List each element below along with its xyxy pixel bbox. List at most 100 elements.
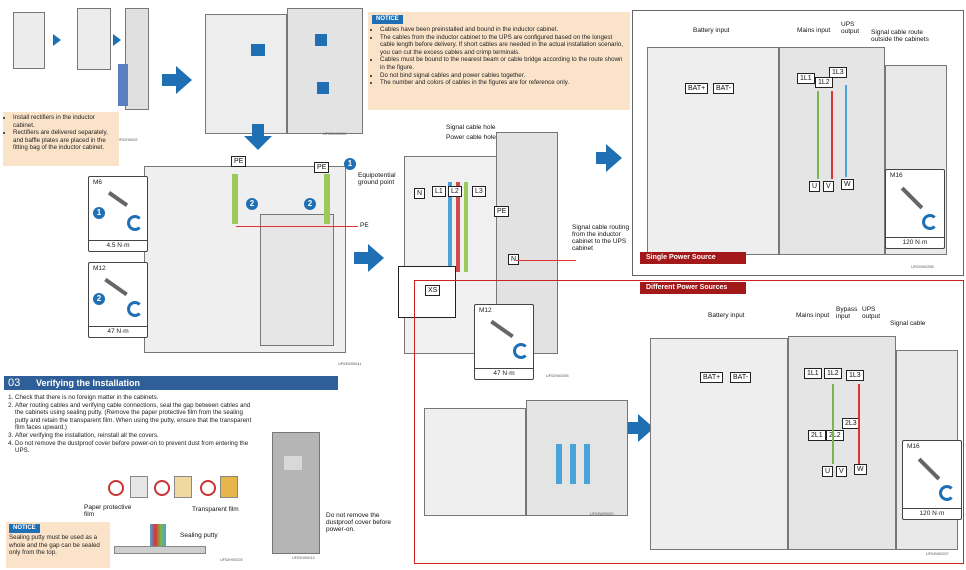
bat-minus-tag: BAT- (730, 372, 752, 383)
notice-item: The number and colors of cables in the f… (380, 79, 626, 87)
ups-output-label: UPS output (841, 21, 860, 35)
rotate-icon (513, 343, 529, 359)
cable-red (831, 91, 833, 179)
terminal-tag-u: U (822, 466, 834, 477)
cabinet-left (205, 14, 287, 134)
different-sources-frame (414, 280, 964, 564)
cabinet-right (526, 400, 628, 516)
figure-id: UF02H00014 (292, 556, 315, 560)
figure-id: UF02N00258 (911, 265, 934, 269)
pe-figure: PE PE 1 2 2 Equipotential ground point P… (84, 154, 396, 366)
cable-blue (845, 85, 847, 177)
step-item: After verifying the installation, reinst… (15, 432, 256, 440)
cable-bundle (456, 182, 460, 272)
arrow-down-icon (244, 136, 272, 150)
rotate-icon (127, 301, 143, 317)
rectifier-figure: UF02H0002 (5, 4, 155, 142)
notice-text: Sealing putty must be used as a whole an… (9, 534, 100, 557)
rectifier-module (118, 64, 128, 106)
pe-tag: PE (231, 156, 247, 167)
section-header: 03 Verifying the Installation (4, 376, 338, 390)
ups-output-label: UPS output (862, 306, 881, 320)
figure-id: UF02H00025 (220, 558, 243, 562)
figure-id: UF02N00257 (926, 552, 949, 556)
torque-m16: M16 120 N·m (902, 440, 962, 520)
bat-plus-tag: BAT+ (700, 372, 724, 383)
arrow-icon (606, 144, 622, 172)
terminal-tag-1l1: 1L1 (804, 368, 822, 379)
rectifier-note: Install rectifiers in the inductor cabin… (3, 112, 119, 166)
signal-hole-label: Signal cable hole (446, 124, 496, 131)
arrow-icon (368, 244, 384, 272)
baffle-icon (315, 34, 327, 46)
cable-bundle (464, 182, 468, 272)
bolt-size: M16 (890, 172, 903, 179)
torque-m16: M16 120 N·m (885, 169, 945, 249)
arrow-icon (113, 34, 121, 46)
wrench-icon (917, 457, 941, 481)
torque-m12-middle: M12 47 N·m (474, 304, 534, 380)
terminal-tag-v: V (836, 466, 847, 477)
rotate-icon (127, 215, 143, 231)
terminal-tag-2l1: 2L1 (808, 430, 826, 441)
sealing-base (114, 546, 206, 554)
cable-blue (584, 444, 590, 484)
rectifier-panel-2 (77, 8, 111, 70)
putty-piece (174, 476, 192, 498)
arrow-icon (162, 74, 176, 86)
cabinet-left (647, 47, 779, 255)
wrench-icon (104, 277, 128, 297)
pe-label: PE (360, 222, 369, 229)
torque-value: 120 N·m (886, 237, 944, 248)
wrench-icon (900, 186, 924, 210)
section-steps: Check that there is no foreign matter in… (6, 394, 256, 455)
pe-wire (324, 174, 330, 224)
figure-id: UF03W00022 (323, 132, 347, 136)
notice-item: The cables from the inductor cabinet to … (380, 34, 626, 57)
terminal-tag-u: U (809, 181, 821, 192)
cable-green (832, 384, 834, 464)
notice-panel: NOTICE Cables have been preinstalled and… (368, 12, 630, 110)
pe-line (236, 226, 358, 227)
terminal-tag-1l3: 1L3 (846, 370, 864, 381)
cover-label-icon (284, 456, 302, 470)
terminal-tag-v: V (823, 181, 834, 192)
bolt-size: M12 (479, 307, 492, 314)
step-number: 2 (246, 198, 258, 210)
single-source-panel: Battery input Mains input UPS output Sig… (632, 10, 964, 276)
cross-icon (200, 480, 216, 496)
cross-icon (154, 480, 170, 496)
bolt-size: M6 (93, 179, 103, 186)
putty-piece (220, 476, 238, 498)
figure-id: UF03W00041 (338, 362, 362, 366)
single-source-header: Single Power Source (640, 252, 746, 264)
cabinet-left (424, 408, 526, 516)
terminal-tag-l1: L1 (432, 186, 446, 197)
equipotential-label: Equipotential ground point (358, 172, 396, 186)
arrow-icon (354, 252, 368, 264)
bat-plus-tag: BAT+ (685, 83, 709, 94)
arrow-icon (176, 66, 192, 94)
arrow-icon (53, 34, 61, 46)
putty-figure: Paper protective film Transparent film S… (80, 474, 276, 566)
notice-item: Cables must be bound to the nearest beam… (380, 56, 626, 71)
putty-piece (130, 476, 148, 498)
rotate-icon (922, 214, 938, 230)
step-number: 2 (304, 198, 316, 210)
terminal-tag-w: W (854, 464, 867, 475)
mains-input-label: Mains input (796, 312, 830, 319)
section-title: Verifying the Installation (36, 378, 141, 388)
terminal-tag-1l1: 1L1 (797, 73, 815, 84)
step-item: After routing cables and verifying cable… (15, 402, 256, 432)
pe-tag: PE (314, 162, 330, 173)
dustproof-cover-figure: Do not remove the dustproof cover before… (266, 428, 416, 564)
check-icon (108, 480, 124, 496)
bolt-size: M16 (907, 443, 920, 450)
rectifier-panel-3 (125, 8, 149, 110)
torque-value: 120 N·m (903, 508, 961, 519)
sealing-putty-label: Sealing putty (180, 532, 218, 539)
different-left-figure: UF03W00020 (420, 396, 632, 520)
terminal-tag-2l2: 2L2 (826, 430, 844, 441)
cable-blue (556, 444, 562, 484)
power-hole-label: Power cable hole (446, 134, 496, 141)
